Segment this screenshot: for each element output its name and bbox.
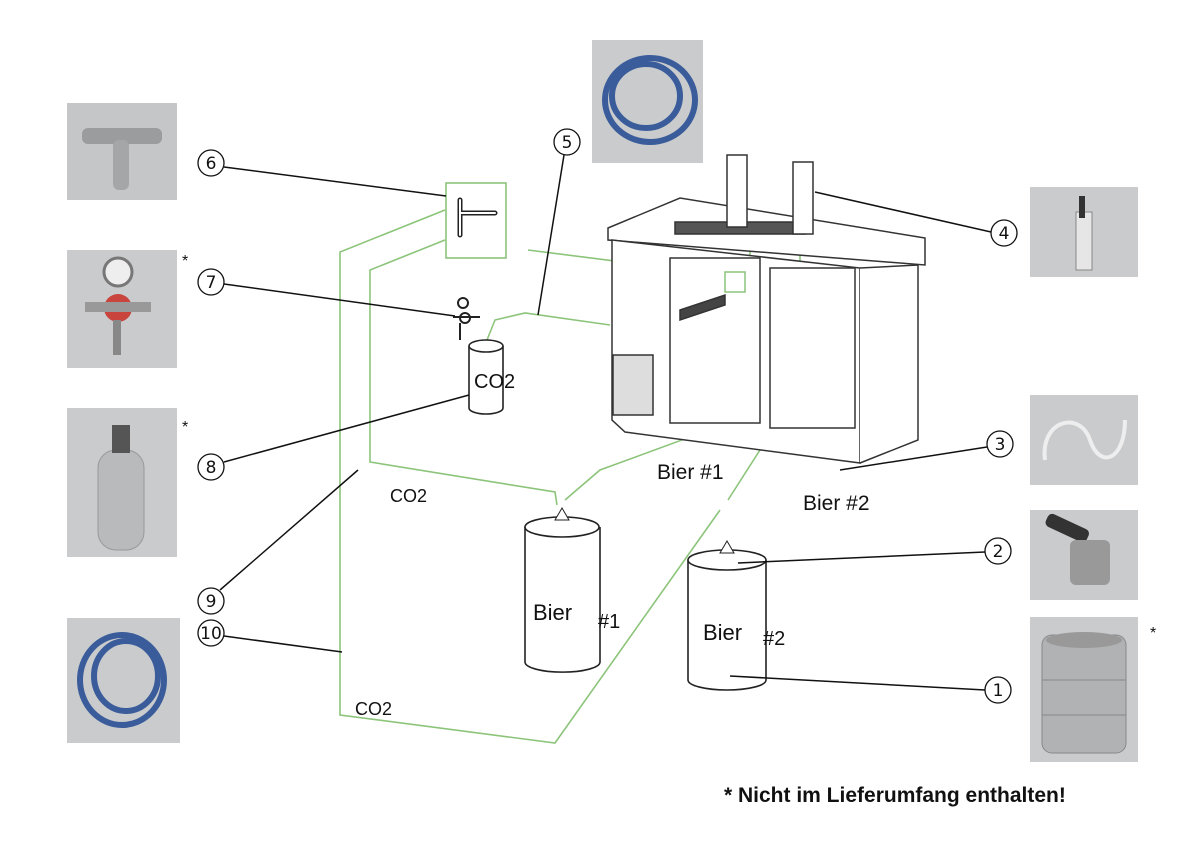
callout-5: 5 bbox=[553, 128, 581, 156]
svg-text:4: 4 bbox=[999, 224, 1010, 244]
co2-bottle-label: CO2 bbox=[474, 371, 515, 393]
photo-pressure-regulator bbox=[67, 250, 177, 368]
svg-text:5: 5 bbox=[562, 133, 573, 153]
bier-1-label: Bier #1 bbox=[657, 461, 724, 484]
keg-1-number: #1 bbox=[598, 611, 620, 633]
asterisk-regulator: * bbox=[182, 253, 188, 270]
co2-lower-label: CO2 bbox=[355, 699, 392, 719]
svg-text:2: 2 bbox=[993, 542, 1004, 562]
photo-beer-hose bbox=[592, 40, 703, 163]
footnote: * Nicht im Lieferumfang enthalten! bbox=[724, 784, 1066, 807]
callout-10: 10 bbox=[197, 619, 225, 647]
callout-3: 3 bbox=[986, 430, 1014, 458]
callout-2: 2 bbox=[984, 537, 1012, 565]
photo-t-piece bbox=[67, 103, 177, 200]
t-piece-symbol bbox=[445, 182, 507, 259]
keg-2-label: Bier bbox=[703, 620, 742, 645]
keg-2 bbox=[687, 540, 767, 691]
callouts: 1 2 3 4 5 6 7 8 9 10 bbox=[197, 128, 1018, 704]
photo-keg bbox=[1030, 617, 1138, 762]
svg-text:10: 10 bbox=[200, 624, 222, 644]
callout-7: 7 bbox=[197, 268, 225, 296]
photo-co2-bottle bbox=[67, 408, 177, 557]
keg-1 bbox=[524, 507, 601, 673]
photo-small-hose bbox=[1030, 395, 1138, 485]
leader-lines bbox=[219, 154, 992, 691]
callout-1: 1 bbox=[984, 676, 1012, 704]
regulator-symbol bbox=[453, 297, 480, 340]
keg-2-number: #2 bbox=[763, 628, 785, 650]
asterisk-keg: * bbox=[1150, 625, 1156, 642]
dispenser-cabinet bbox=[607, 154, 926, 464]
photo-co2-hose bbox=[67, 618, 180, 743]
svg-text:3: 3 bbox=[995, 435, 1006, 455]
callout-8: 8 bbox=[197, 453, 225, 481]
photo-tap-tower bbox=[1030, 187, 1138, 277]
svg-text:8: 8 bbox=[206, 458, 217, 478]
svg-text:6: 6 bbox=[206, 154, 217, 174]
svg-text:1: 1 bbox=[993, 681, 1004, 701]
callout-6: 6 bbox=[197, 149, 225, 177]
svg-text:7: 7 bbox=[206, 273, 217, 293]
co2-bottle-symbol bbox=[468, 339, 504, 415]
photo-keg-coupler bbox=[1030, 510, 1138, 600]
asterisk-co2-bottle: * bbox=[182, 419, 188, 436]
callout-9: 9 bbox=[197, 587, 225, 615]
bier-2-label: Bier #2 bbox=[803, 492, 870, 515]
keg-1-label: Bier bbox=[533, 600, 572, 625]
co2-upper-label: CO2 bbox=[390, 486, 427, 506]
svg-text:9: 9 bbox=[206, 592, 217, 612]
callout-4: 4 bbox=[990, 219, 1018, 247]
